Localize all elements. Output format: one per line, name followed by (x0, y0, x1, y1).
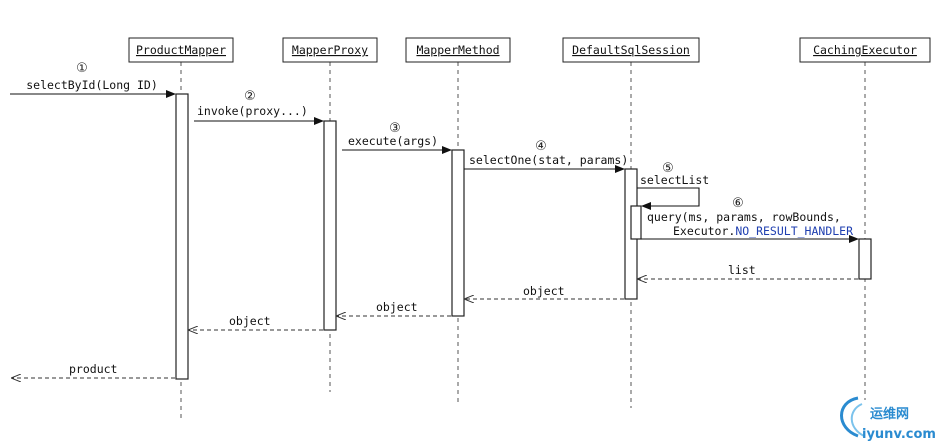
participant-mapperproxy: MapperProxy (282, 37, 378, 63)
step-number: ⑥ (732, 196, 744, 211)
return-object-2: object (337, 300, 451, 316)
message-query: ⑥ query(ms, params, rowBounds, Executor.… (641, 196, 859, 243)
participant-label: DefaultSqlSession (572, 43, 690, 57)
activation-productmapper (175, 93, 189, 380)
step-number: ④ (535, 139, 547, 154)
return-label: product (69, 362, 117, 376)
return-label: object (523, 284, 565, 298)
message-label-line2: Executor.NO_RESULT_HANDLER (673, 224, 853, 238)
participant-mappermethod: MapperMethod (405, 37, 511, 63)
message-label: selectById(Long ID) (26, 78, 158, 92)
watermark-swoosh-icon (840, 396, 859, 438)
step-number: ② (244, 89, 256, 104)
participant-label: ProductMapper (136, 43, 226, 57)
message-selectlist: ⑤ selectList (637, 161, 709, 210)
activation-mappermethod (451, 149, 465, 317)
activation-defaultsqlsession-nested (630, 205, 642, 240)
watermark-cn: 运维网 (870, 406, 909, 422)
step-number: ⑤ (662, 161, 674, 176)
message-label: selectList (640, 173, 709, 187)
message-label-line1: query(ms, params, rowBounds, (647, 210, 841, 224)
message-label: execute(args) (348, 134, 438, 148)
step-number: ① (76, 61, 88, 76)
participant-cachingexecutor: CachingExecutor (799, 37, 931, 63)
message-label: invoke(proxy...) (197, 104, 308, 118)
message-execute: ③ execute(args) (342, 121, 452, 154)
return-object-3: object (189, 314, 323, 330)
step-number: ③ (389, 121, 401, 136)
participant-label: MapperProxy (292, 43, 368, 57)
activation-mapperproxy (323, 120, 337, 331)
participant-label: MapperMethod (416, 43, 499, 57)
return-object-1: object (465, 284, 624, 299)
message-invoke: ② invoke(proxy...) (194, 89, 324, 125)
activation-cachingexecutor (858, 238, 872, 280)
watermark-url: iyunv.com (862, 427, 936, 442)
watermark-logo: 运维网 iyunv.com (840, 396, 936, 442)
participant-defaultsqlsession: DefaultSqlSession (562, 37, 700, 63)
return-label: object (376, 300, 418, 314)
message-label: selectOne(stat, params) (469, 153, 628, 167)
return-label: list (728, 263, 756, 277)
return-product: product (12, 362, 175, 378)
participant-productmapper: ProductMapper (128, 37, 234, 63)
message-selectone: ④ selectOne(stat, params) (464, 139, 628, 173)
message-selectbyid: ① selectById(Long ID) (10, 61, 176, 98)
return-list: list (638, 263, 858, 279)
watermark-swoosh-inner-icon (850, 403, 865, 437)
return-label: object (229, 314, 271, 328)
participant-label: CachingExecutor (813, 43, 917, 57)
